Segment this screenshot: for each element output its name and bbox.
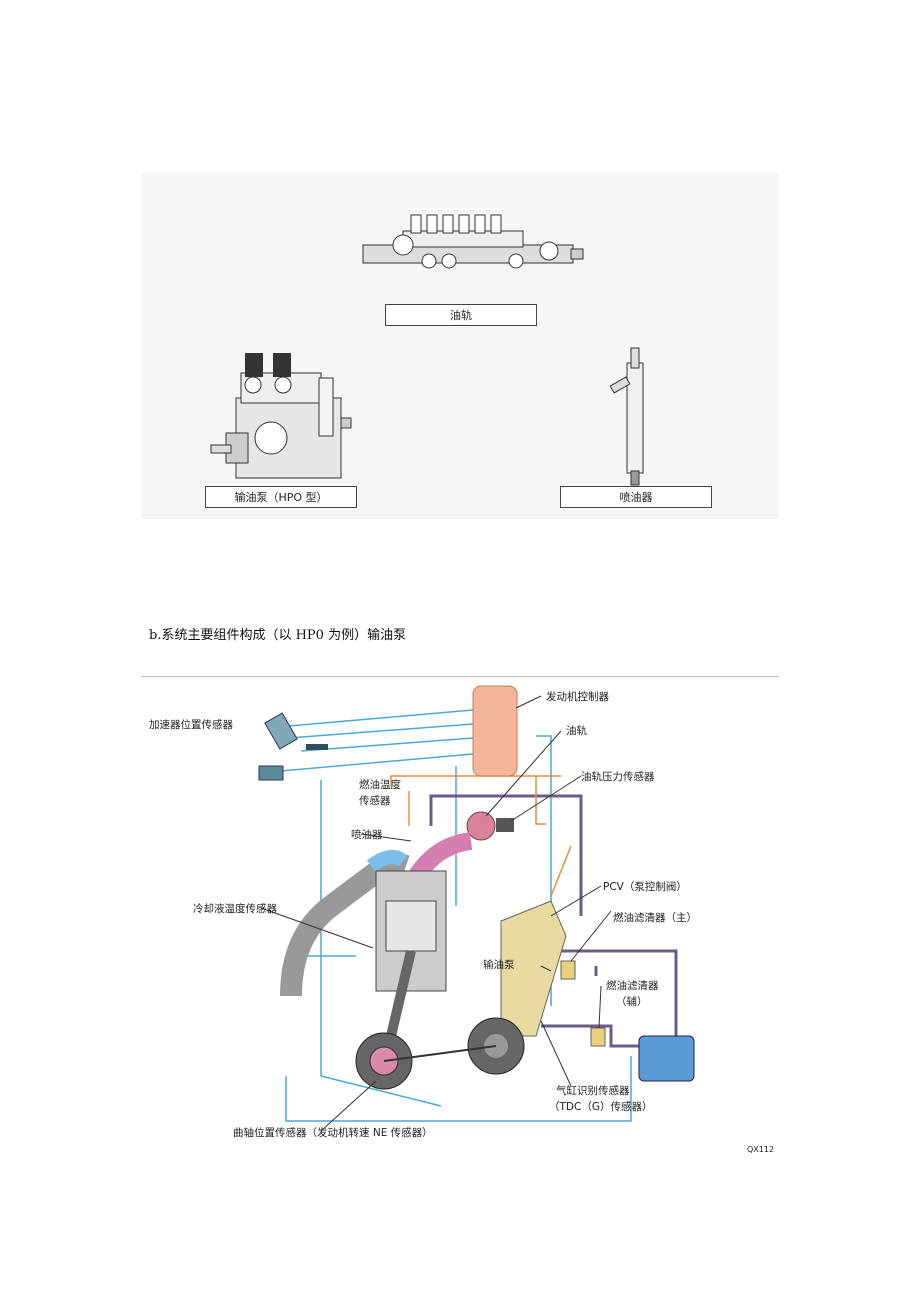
system-diagram: 加速器位置传感器 发动机控制器 油轨 油轨压力传感器 燃油温度 传感器 喷油器 … xyxy=(141,676,779,1156)
component-figure: 油轨 输油泵（HPO 型） 喷油器 xyxy=(141,173,779,519)
injector-label: 喷油器 xyxy=(560,486,712,508)
piston xyxy=(385,900,437,952)
injector-illustration xyxy=(609,347,644,486)
pcv-label: PCV（泵控制阀） xyxy=(603,880,687,893)
rail-pressure-sensor-icon xyxy=(496,818,514,832)
coolant-sensor-label: 冷却液温度传感器 xyxy=(193,902,277,915)
fuel-tank xyxy=(638,1035,695,1082)
rail-sphere xyxy=(466,811,496,841)
leader-lines xyxy=(260,695,612,1132)
sub-filter-label-1: 燃油滤清器 xyxy=(606,979,659,992)
accelerator-sensor-icon xyxy=(258,712,328,781)
rail-label: 油轨 xyxy=(566,724,587,737)
injector-label: 喷油器 xyxy=(351,828,383,841)
caption: b.系统主要组件构成（以 HP0 为例）输油泵 xyxy=(149,628,407,643)
figure-id: QX112 xyxy=(747,1145,774,1154)
control-lines xyxy=(390,775,572,897)
accel-sensor-label: 加速器位置传感器 xyxy=(149,718,233,731)
fuel-lines xyxy=(429,794,678,1048)
sub-filter-label-2: （辅） xyxy=(616,995,648,1008)
pump-illustration xyxy=(210,353,352,479)
tdc-sensor-label-1: 气缸识别传感器 xyxy=(556,1084,630,1097)
ecu-box xyxy=(472,685,518,777)
system-diagram-svg: 加速器位置传感器 发动机控制器 油轨 油轨压力传感器 燃油温度 传感器 喷油器 … xyxy=(149,685,774,1154)
pump-label: 输油泵（HPO 型） xyxy=(205,486,357,508)
component-illustrations xyxy=(210,214,644,486)
pump-label: 输油泵 xyxy=(483,958,515,971)
tdc-sensor-label-2: （TDC（G）传感器） xyxy=(549,1100,652,1113)
ecu-label: 发动机控制器 xyxy=(546,690,609,703)
figure-rule xyxy=(141,676,779,677)
pump-body xyxy=(500,900,567,1037)
rail-pressure-label: 油轨压力传感器 xyxy=(581,770,655,783)
main-filter-label: 燃油滤清器（主） xyxy=(613,911,697,924)
crank-sensor-label: 曲轴位置传感器（发动机转速 NE 传感器） xyxy=(233,1126,433,1139)
signal-lines xyxy=(280,709,632,1122)
fuel-temp-label-1: 燃油温度 xyxy=(359,778,401,791)
fuel-temp-label-2: 传感器 xyxy=(359,794,391,807)
main-filter-icon xyxy=(560,960,576,980)
sub-filter-icon xyxy=(590,1027,606,1047)
rail-illustration xyxy=(362,214,584,269)
rail-label: 油轨 xyxy=(385,304,537,326)
